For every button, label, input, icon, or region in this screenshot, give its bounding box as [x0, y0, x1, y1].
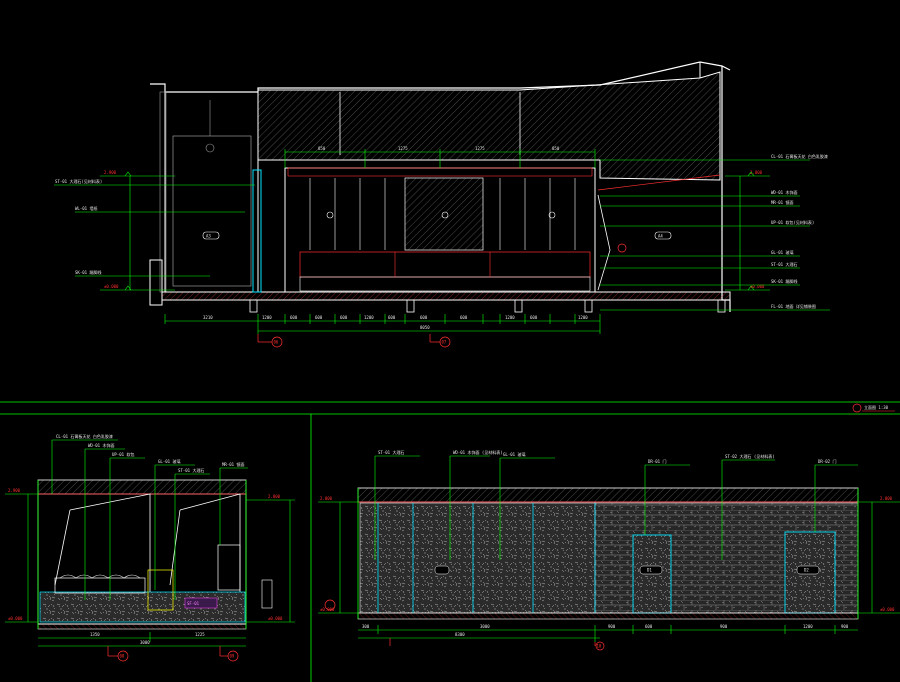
bottom-dim-4: 600 [340, 315, 348, 320]
top-dim-2: 1275 [475, 146, 485, 151]
bottom-dim-1: 1200 [262, 315, 272, 320]
callout-08: 08 [120, 654, 125, 659]
bottom-dim-11: 1200 [578, 315, 588, 320]
bottom-dim-2: 600 [290, 315, 298, 320]
bl-note-3: GL-01 玻璃 [158, 458, 180, 464]
top-right-note-4: GL-01 玻璃 [771, 249, 793, 255]
callout-07: 07 [442, 340, 447, 345]
top-right-note-1: WD-01 木饰面 [771, 189, 797, 195]
callout-10: 10 [597, 644, 602, 649]
bl-level-bottom: ±0.000 [8, 616, 23, 621]
bl-total-dim: 3000 [140, 640, 150, 645]
scale-symbol [852, 403, 862, 413]
br-dim-2: 900 [608, 624, 616, 629]
bl-note-1: WD-01 木饰面 [88, 442, 114, 448]
br-dim-5: 1200 [803, 624, 813, 629]
bottom-right-elevation: D1 D2 ST-01 大理石 WD-01 木饰面 (见材料表) GL-01 玻… [318, 449, 900, 651]
br-note-1: WD-01 木饰面 (见材料表) [453, 449, 503, 455]
sofa-label: SF-01 [187, 601, 200, 606]
total-dim: 8050 [420, 325, 430, 330]
top-level-bottom-right: ±0.000 [750, 284, 765, 289]
br-dim-0: 300 [362, 624, 370, 629]
br-dim-4: 900 [720, 624, 728, 629]
top-level-bottom: ±0.000 [104, 284, 119, 289]
br-dim-3: 600 [645, 624, 653, 629]
bl-note-0: CL-01 石膏板天花 白色乳胶漆 [56, 433, 113, 439]
bottom-dim-6: 600 [388, 315, 396, 320]
door-tag-2: D2 [804, 568, 809, 573]
br-note-0: ST-01 大理石 [378, 449, 404, 455]
br-dim-6: 900 [841, 624, 849, 629]
top-left-note-1: WL-01 墙纸 [75, 205, 97, 211]
bl-dim-1: 1225 [195, 632, 205, 637]
bottom-left-elevation: SF-01 CL-01 石膏板天花 白色乳胶漆 WD-01 木饰面 UP-01 … [5, 433, 295, 662]
br-dim-1: 3000 [480, 624, 490, 629]
bl-note-4: ST-01 大理石 [178, 467, 204, 473]
bottom-dim-7: 600 [420, 315, 428, 320]
br-level-top-right: 2.800 [880, 496, 893, 501]
bl-dim-0: 1350 [90, 632, 100, 637]
room-tag-left [202, 231, 220, 240]
room-tag-right [654, 231, 672, 240]
top-right-note-5: ST-01 大理石 [771, 261, 797, 267]
roof-outline [150, 61, 731, 93]
stone-wall-left [359, 502, 596, 614]
br-total-dim: 8300 [455, 632, 465, 637]
top-right-note-2: MR-01 镜面 [771, 199, 793, 205]
cyan-door-frame [252, 169, 262, 293]
callout-09: 09 [230, 654, 235, 659]
sheet-frame [0, 401, 900, 682]
top-dim-0: 850 [318, 146, 326, 151]
br-note-2: GL-01 玻璃 [503, 451, 525, 457]
br-note-4: ST-02 大理石 (见材料表) [725, 453, 775, 459]
bottom-dim-5: 1200 [364, 315, 374, 320]
bottom-dim-3: 600 [315, 315, 323, 320]
door-tag-1: D1 [647, 568, 652, 573]
br-level-top: 2.800 [320, 496, 333, 501]
bl-note-5: MR-01 镜面 [222, 461, 244, 467]
room-tag-left-label: A3 [206, 234, 211, 239]
top-right-note-3: UP-01 软包(见材料表) [771, 219, 814, 225]
roof-right-edge [721, 66, 731, 312]
bl-note-2: UP-01 软包 [112, 451, 134, 457]
br-level-bottom-right: ±0.000 [880, 607, 895, 612]
top-left-note-0: ST-01 大理石(见材料表) [55, 178, 102, 184]
top-level-top-right: 2.800 [750, 170, 763, 175]
top-dim-3: 850 [552, 146, 560, 151]
bl-level-top-right: 2.800 [268, 494, 281, 499]
floor-slab [161, 291, 731, 301]
bottom-dim-9: 1200 [505, 315, 515, 320]
br-note-5: DR-02 门 [818, 458, 836, 464]
top-right-note-6: SK-01 踢脚线 [771, 278, 797, 284]
scale-label: 立面图 1:30 [864, 404, 889, 410]
top-left-note-2: SK-01 踢脚线 [75, 269, 101, 275]
left-room-wall [164, 91, 259, 293]
room-tag-right-label: A4 [658, 234, 663, 239]
bottom-dim-8: 600 [460, 315, 468, 320]
top-right-note-0: CL-01 石膏板天花 白色乳胶漆 [771, 153, 828, 159]
top-dim-1: 1275 [398, 146, 408, 151]
br-note-3: DR-01 门 [648, 458, 666, 464]
bottom-dim-10: 600 [530, 315, 538, 320]
bench [299, 251, 591, 278]
top-elevation: A3 [54, 61, 830, 348]
bl-level-top: 2.900 [8, 488, 21, 493]
callout-06: 06 [274, 340, 279, 345]
top-dim-chain [284, 149, 596, 168]
bl-level-bottom-right: ±0.000 [268, 616, 283, 621]
bottom-dim-chain [164, 314, 601, 334]
bottom-dim-0: 3210 [203, 315, 213, 320]
top-right-note-7: FL-01 地面 详见铺装图 [771, 303, 816, 309]
top-level-top: 2.900 [104, 170, 117, 175]
